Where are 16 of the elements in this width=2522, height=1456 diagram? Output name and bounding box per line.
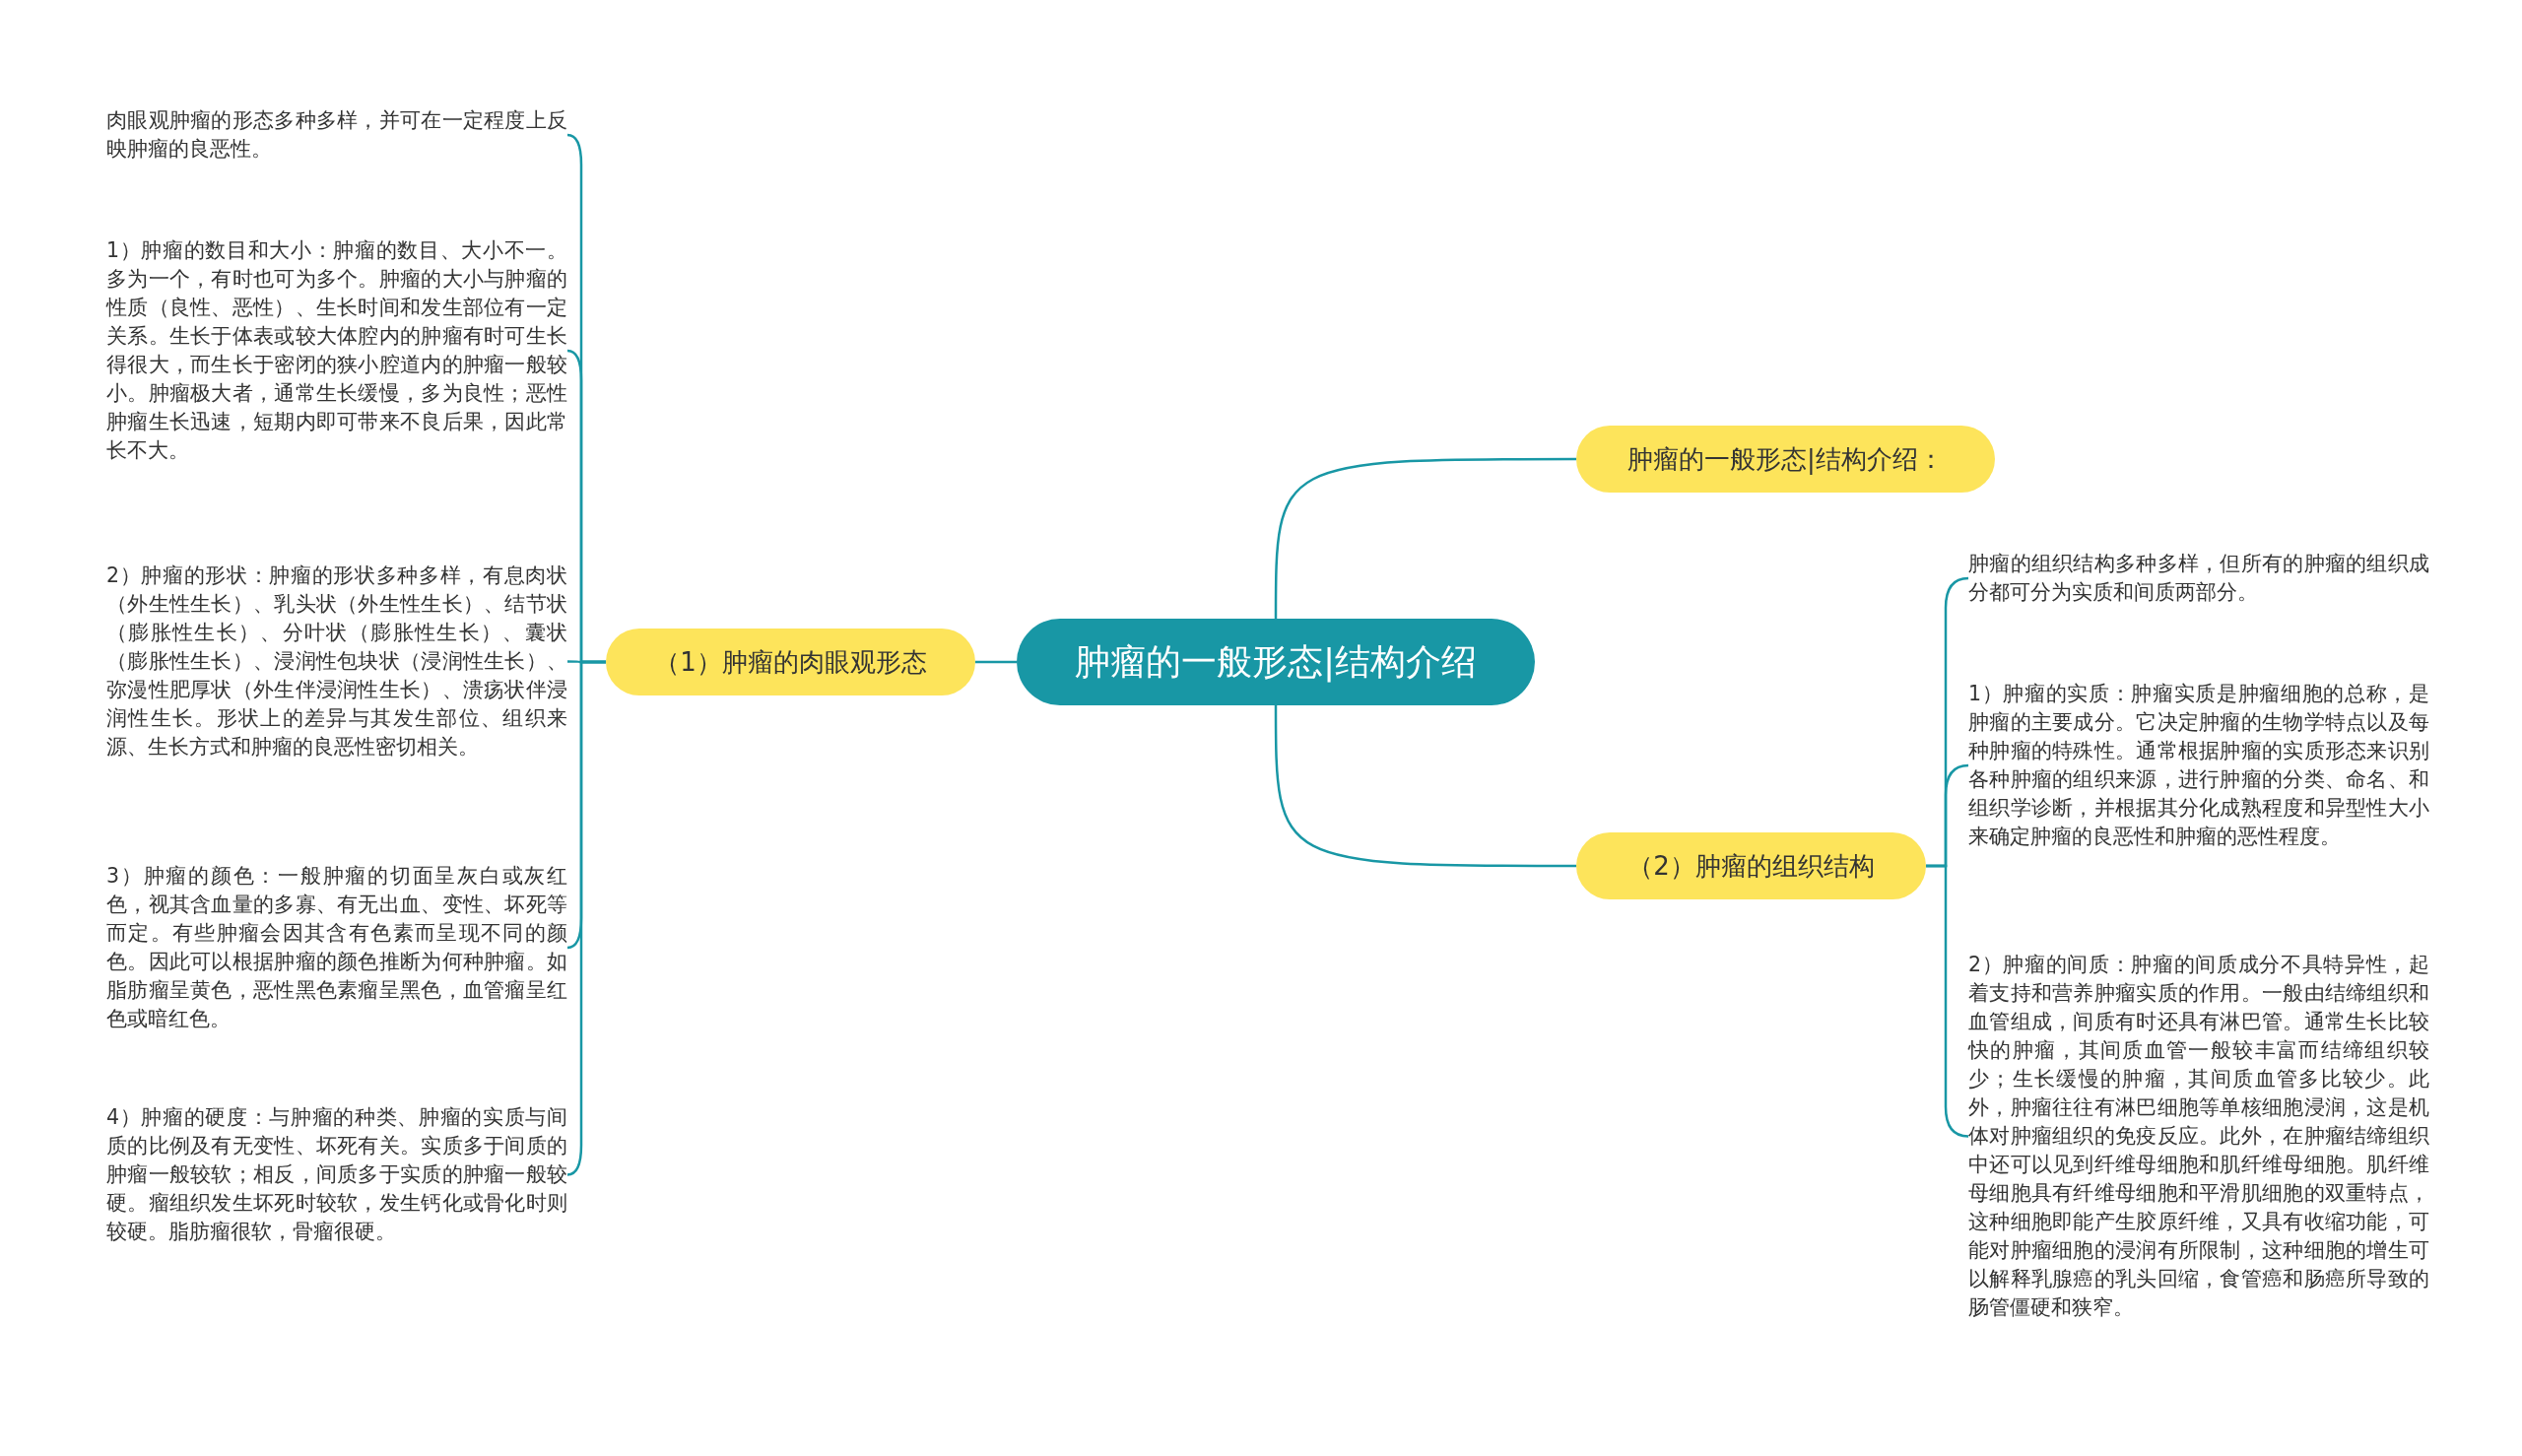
central-topic-pill: 肿瘤的一般形态|结构介绍 bbox=[1017, 619, 1535, 705]
branch-topic-pill: 肿瘤的一般形态|结构介绍： bbox=[1576, 426, 1995, 493]
note-text: 肉眼观肿瘤的形态多种多样，并可在一定程度上反映肿瘤的良恶性。 bbox=[106, 106, 567, 164]
branch-topic-pill: （1）肿瘤的肉眼观形态 bbox=[606, 629, 975, 695]
connector-line bbox=[566, 660, 606, 1176]
note-text: 肿瘤的组织结构多种多样，但所有的肿瘤的组织成分都可分为实质和间质两部分。 bbox=[1968, 550, 2429, 607]
note-text: 2）肿瘤的间质：肿瘤的间质成分不具特异性，起着支持和营养肿瘤实质的作用。一般由结缔组织和血管组成，间质有时还具有淋巴管。通常生长比较快的肿瘤，其间质血管一般较丰富而结缔组织较少；生长缓慢的肿瘤，其间质血管多比较少。此外，肿瘤往往有淋巴细胞等单核细胞浸润，这是机体对肿瘤组织的免疫反应。此外，在肿瘤结缔组织中还可以见到纤维母细胞和肌纤维母细胞。肌纤维母细胞具有纤维母细胞和平滑肌细胞的双重特点，这种细胞即能产生胶原纤维，又具有收缩功能，可能对肿瘤细胞的浸润有所限制，这种细胞的增生可以解释乳腺癌的乳头回缩，食管癌和肠癌所导致的肠管僵硬和狭窄。 bbox=[1968, 951, 2429, 1322]
note-text: 4）肿瘤的硬度：与肿瘤的种类、肿瘤的实质与间质的比例及有无变性、坏死有关。实质多于间质的肿瘤一般较软；相反，间质多于实质的肿瘤一般较硬。瘤组织发生坏死时较软，发生钙化或骨化时则较硬。脂肪瘤很软，骨瘤很硬。 bbox=[106, 1103, 567, 1246]
branch-topic-pill: （2）肿瘤的组织结构 bbox=[1576, 832, 1926, 899]
note-text: 2）肿瘤的形状：肿瘤的形状多种多样，有息肉状（外生性生长）、乳头状（外生性生长）、结节状（膨胀性生长）、分叶状（膨胀性生长）、囊状（膨胀性生长）、浸润性包块状（浸润性生长）、弥漫性肥厚状（外生伴浸润性生长）、溃疡状伴浸润性生长。形状上的差异与其发生部位、组织来源、生长方式和肿瘤的良恶性密切相关。 bbox=[106, 562, 567, 761]
connector-line bbox=[1274, 457, 1576, 619]
note-text: 3）肿瘤的颜色：一般肿瘤的切面呈灰白或灰红色，视其含血量的多寡、有无出血、变性、坏死等而定。有些肿瘤会因其含有色素而呈现不同的颜色。因此可以根据肿瘤的颜色推断为何种肿瘤。如脂肪瘤呈黄色，恶性黑色素瘤呈黑色，血管瘤呈红色或暗红色。 bbox=[106, 862, 567, 1033]
connector-line bbox=[975, 660, 1017, 664]
note-text: 1）肿瘤的数目和大小：肿瘤的数目、大小不一。多为一个，有时也可为多个。肿瘤的大小与肿瘤的性质（良性、恶性）、生长时间和发生部位有一定关系。生长于体表或较大体腔内的肿瘤有时可生长得很大，而生长于密闭的狭小腔道内的肿瘤一般较小。肿瘤极大者，通常生长缓慢，多为良性；恶性肿瘤生长迅速，短期内即可带来不良后果，因此常长不大。 bbox=[106, 236, 567, 465]
connector-line bbox=[1274, 705, 1576, 868]
note-text: 1）肿瘤的实质：肿瘤实质是肿瘤细胞的总称，是肿瘤的主要成分。它决定肿瘤的生物学特点以及每种肿瘤的特殊性。通常根据肿瘤的实质形态来识别各种肿瘤的组织来源，进行肿瘤的分类、命名、和组织学诊断，并根据其分化成熟程度和异型性大小来确定肿瘤的良恶性和肿瘤的恶性程度。 bbox=[1968, 680, 2429, 851]
